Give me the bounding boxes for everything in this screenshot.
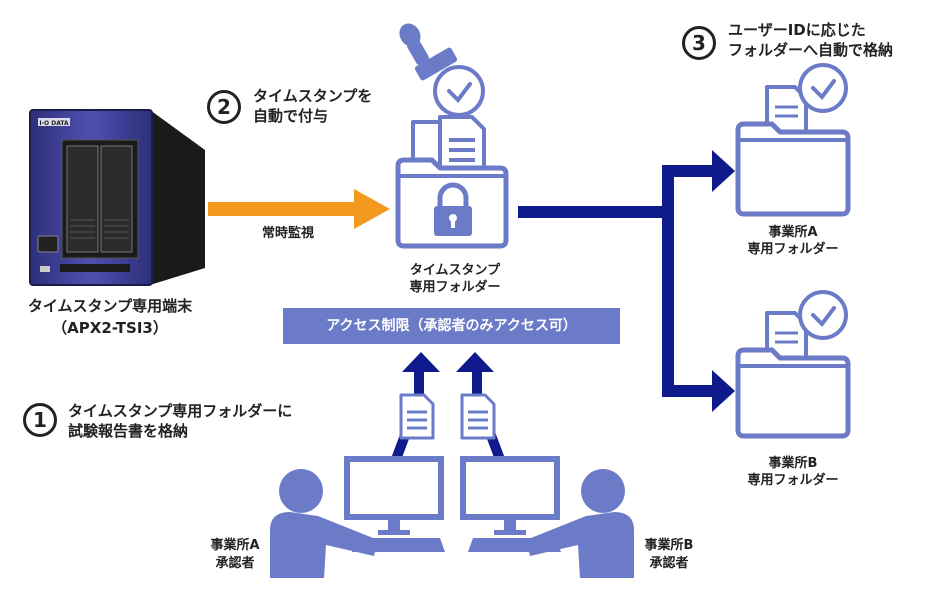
terminal-label-line1: タイムスタンプ専用端末: [27, 297, 193, 315]
ts-folder-label-line2: 専用フォルダー: [409, 280, 501, 295]
distribution-arrows: [518, 150, 735, 412]
report-document-icon: [399, 393, 496, 440]
step-2-line1: タイムスタンプを: [253, 87, 373, 105]
step-1-line1: タイムスタンプ専用フォルダーに: [68, 402, 293, 420]
approver-a-label-line2: 承認者: [215, 556, 255, 571]
access-restriction-bar: アクセス制限（承認者のみアクセス可）: [283, 308, 620, 344]
step-3-number: 3: [682, 26, 716, 60]
step-2-number: 2: [207, 90, 241, 124]
office-b-folder-label-line2: 専用フォルダー: [747, 473, 839, 488]
stamp-icon: [399, 23, 458, 81]
step-2-line2: 自動で付与: [253, 107, 329, 125]
clock-icon: [433, 65, 485, 117]
office-b-folder-label-line1: 事業所B: [768, 456, 818, 471]
ts-folder-label-line1: タイムスタンプ: [409, 263, 501, 278]
approver-b-person-icon: [526, 469, 634, 578]
brand-plate: [38, 118, 70, 126]
approver-a-label-line1: 事業所A: [210, 538, 260, 553]
office-a-folder-label-line2: 専用フォルダー: [747, 242, 839, 257]
power-button: [37, 235, 59, 253]
monitor-arrow: [208, 189, 390, 229]
terminal-label-line2: （APX2-TSI3）: [52, 319, 168, 337]
nas-device-icon: I-O DATA: [29, 109, 205, 286]
office-b-folder-icon: [735, 290, 851, 439]
approver-a-person-icon: [270, 469, 378, 578]
approver-b-label-line1: 事業所B: [644, 538, 694, 553]
monitor-label: 常時監視: [261, 226, 314, 241]
office-a-folder-label-line1: 事業所A: [768, 225, 818, 240]
step-1-line2: 試験報告書を格納: [68, 422, 189, 440]
lock-icon: [434, 182, 472, 236]
office-a-folder-icon: [735, 63, 851, 217]
step-3-line1: ユーザーIDに応じた: [728, 21, 866, 39]
timestamp-folder-icon: [395, 157, 509, 249]
document-stack-icon: [411, 115, 486, 178]
step-3-line2: フォルダーへ自動で格納: [728, 41, 894, 59]
monitor-b-icon: [460, 456, 561, 552]
brand-text: I-O DATA: [39, 120, 69, 127]
approver-b-label-line2: 承認者: [649, 556, 689, 571]
step-1-number: 1: [23, 403, 57, 437]
